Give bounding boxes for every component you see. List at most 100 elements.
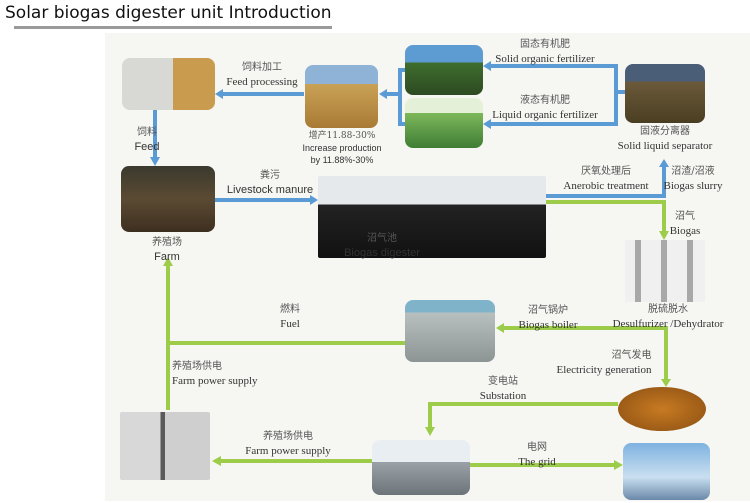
label-en: Biogas slurry xyxy=(663,180,723,192)
label-biogas-slurry: 沼渣/沼液 Biogas slurry xyxy=(664,165,723,193)
label-feed: 饲料 Feed xyxy=(134,126,159,154)
label-en: Feed xyxy=(134,141,160,153)
label-farm-power-supply-2: 养殖场供电 Farm power supply xyxy=(245,430,331,458)
arrow-line xyxy=(490,64,618,68)
arrow-line xyxy=(398,122,405,126)
label-solid-fertilizer: 固态有机肥 Solid organic fertilizer xyxy=(495,38,594,66)
separator-image xyxy=(625,64,705,123)
arrow-line xyxy=(662,166,666,198)
label-zh: 燃料 xyxy=(280,304,300,315)
label-en: Increase production xyxy=(302,143,382,153)
feed-bags-image xyxy=(122,58,215,110)
label-the-grid: 电网 The grid xyxy=(518,441,556,469)
arrowhead xyxy=(659,159,669,167)
boiler-image xyxy=(405,300,495,362)
label-zh: 变电站 xyxy=(487,376,518,387)
arrowhead xyxy=(163,257,173,266)
arrow-line xyxy=(385,92,399,96)
label-biogas-digester: 沼气池 Biogas digester xyxy=(344,232,420,260)
generator-image xyxy=(618,387,706,431)
label-en: Anerobic treatment xyxy=(563,180,649,192)
label-zh: 固态有机肥 xyxy=(519,39,570,50)
label-liquid-fertilizer: 液态有机肥 Liquid organic fertilizer xyxy=(492,94,597,122)
cabinet-image xyxy=(120,412,210,480)
arrowhead xyxy=(212,456,221,466)
label-feed-processing: 饲料加工 Feed processing xyxy=(226,61,297,89)
label-en: Solid organic fertilizer xyxy=(495,53,595,65)
label-en: Farm power supply xyxy=(245,445,331,457)
label-zh: 养殖场供电 xyxy=(262,431,313,442)
arrow-line xyxy=(546,200,666,204)
farm-image xyxy=(121,166,215,232)
arrow-line xyxy=(220,459,372,463)
label-en: The grid xyxy=(518,456,556,468)
arrow-line xyxy=(215,198,311,202)
label-en: Feed processing xyxy=(226,76,298,88)
label-en: Fuel xyxy=(280,318,300,330)
label-biogas: 沼气 Biogas xyxy=(670,210,701,238)
label-zh: 电网 xyxy=(526,442,547,453)
label-farm-power-supply: 养殖场供电 Farm power supply xyxy=(172,360,258,388)
label-increase-production: 增产11.88-30% Increase production by 11.88%-… xyxy=(302,130,381,166)
label-en: Livestock manure xyxy=(226,184,314,196)
arrow-line xyxy=(428,402,432,428)
arrow-line xyxy=(470,463,615,467)
label-zh: 饲料加工 xyxy=(242,62,282,73)
label-zh: 粪污 xyxy=(260,170,280,181)
arrowhead xyxy=(614,460,623,470)
arrowhead xyxy=(310,195,318,205)
label-zh: 增产11.88-30% xyxy=(308,131,376,141)
label-en: Electricity generation xyxy=(556,364,652,376)
label-en: Biogas xyxy=(669,225,701,237)
label-zh: 脱硫脱水 xyxy=(648,304,688,315)
arrow-line xyxy=(664,326,668,380)
label-zh: 液态有机肥 xyxy=(519,95,570,106)
label-zh: 沼渣/沼液 xyxy=(671,166,715,177)
label-en: Farm xyxy=(154,251,180,263)
liquid-fertilizer-image xyxy=(405,98,483,148)
label-zh: 沼气 xyxy=(675,211,695,222)
arrow-line xyxy=(222,92,304,96)
arrowhead xyxy=(215,89,223,99)
arrowhead xyxy=(483,61,491,71)
arrowhead xyxy=(659,231,669,240)
label-zh: 沼气锅炉 xyxy=(528,305,568,316)
label-zh: 养殖场供电 xyxy=(172,361,222,372)
label-en: by 11.88%-30% xyxy=(310,155,374,165)
arrowhead xyxy=(379,89,387,99)
solid-fertilizer-image xyxy=(405,45,483,95)
title-underline xyxy=(14,26,332,29)
label-zh: 沼气发电 xyxy=(611,350,652,361)
arrow-line xyxy=(662,200,666,232)
arrow-line xyxy=(615,90,625,94)
arrowhead xyxy=(496,323,504,333)
label-biogas-boiler: 沼气锅炉 Biogas boiler xyxy=(519,304,578,332)
label-farm: 养殖场 Farm xyxy=(152,236,182,264)
label-en: Farm power supply xyxy=(172,375,258,387)
label-en: Substation xyxy=(479,390,527,402)
arrow-line xyxy=(614,64,618,126)
arrowhead xyxy=(661,379,671,387)
arrow-line xyxy=(166,341,405,345)
substation-image xyxy=(372,440,470,495)
label-en: Biogas boiler xyxy=(518,319,578,331)
arrowhead xyxy=(425,427,435,436)
arrow-line xyxy=(546,194,666,198)
arrow-line xyxy=(153,110,157,158)
arrow-line xyxy=(398,68,402,124)
label-zh: 饲料 xyxy=(136,127,157,138)
arrow-line xyxy=(166,265,170,410)
label-en: Solid liquid separator xyxy=(617,140,713,152)
label-zh: 沼气池 xyxy=(366,233,397,244)
label-electricity-generation: 沼气发电 Electricity generation xyxy=(557,349,652,377)
arrow-line xyxy=(503,326,668,330)
label-zh: 厌氧处理后 xyxy=(581,166,631,177)
label-en: Liquid organic fertilizer xyxy=(492,109,598,121)
page-title: Solar biogas digester unit Introduction xyxy=(5,3,332,23)
label-substation: 变电站 Substation xyxy=(480,375,526,403)
label-en: Biogas digester xyxy=(344,247,420,259)
grid-image xyxy=(623,443,710,500)
label-en: Desulfurizer /Dehydrator xyxy=(612,318,724,330)
label-zh: 养殖场 xyxy=(152,237,182,248)
